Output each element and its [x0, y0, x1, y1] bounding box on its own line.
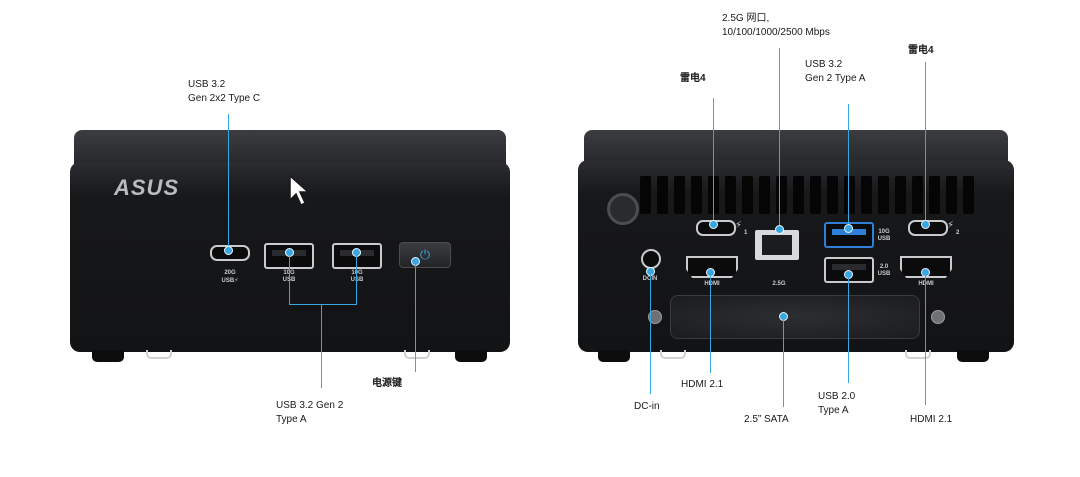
callout-dc-in: DC-in [634, 401, 660, 412]
rear-usb32-speed: 10G [878, 229, 890, 235]
rear-usb32-name: USB [877, 236, 891, 242]
callout-lan-line2: 10/100/1000/2500 Mbps [722, 27, 830, 38]
marker-thunderbolt-right [921, 220, 930, 229]
leader-power-button [415, 264, 416, 372]
leader-usb20 [848, 277, 849, 383]
thunderbolt-1-number: 1 [744, 230, 748, 236]
kensington-lock-icon [607, 193, 639, 225]
rear-clip-left [660, 350, 686, 359]
rear-dc-in-port [641, 249, 661, 269]
callout-lan: 2.5G 网口, 10/100/1000/2500 Mbps [722, 12, 830, 40]
rear-clip-right [905, 350, 931, 359]
callout-front-usbc: USB 3.2 Gen 2x2 Type C [188, 78, 260, 106]
front-usba2-speed: 10G [351, 270, 363, 276]
leader-hdmi-right [925, 275, 926, 405]
front-usba1-name: USB [266, 277, 312, 284]
callout-hdmi-left: HDMI 2.1 [681, 379, 724, 390]
front-clip-right [404, 350, 430, 359]
leader-thunderbolt-left [713, 98, 714, 222]
callout-front-usba: USB 3.2 Gen 2 Type A [276, 399, 343, 427]
power-button: ⏻ [399, 242, 451, 268]
sata-screw-left [648, 310, 662, 324]
leader-lan [779, 48, 780, 228]
rear-lan-label: 2.5G [772, 281, 786, 287]
leader-dc-in [650, 274, 651, 394]
leader-thunderbolt-right [925, 62, 926, 222]
asus-logo: ASUS [114, 175, 180, 200]
thunderbolt-1-icon: ⚡ [735, 220, 743, 231]
leader-usb32 [848, 104, 849, 226]
marker-usb32 [844, 224, 853, 233]
leader-front-usbc [228, 114, 229, 248]
leader-front-usba-1 [289, 255, 290, 304]
marker-lan [775, 225, 784, 234]
callout-usb32: USB 3.2 Gen 2 Type A [805, 58, 865, 86]
callout-usb32-line2: Gen 2 Type A [805, 73, 866, 84]
sata-drive-bay [670, 295, 920, 339]
rear-usb20-name: USB [877, 271, 891, 277]
thunderbolt-2-icon: ⚡ [947, 220, 955, 231]
rear-usb20-speed: 2.0 [879, 264, 889, 270]
thunderbolt-2-number: 2 [956, 230, 960, 236]
leader-front-usba-join [289, 304, 357, 305]
front-clip-left [146, 350, 172, 359]
callout-front-usba-line1: USB 3.2 Gen 2 [276, 400, 344, 411]
rear-hdmi-right-label: HDMI [918, 281, 934, 287]
callout-usb32-line1: USB 3.2 [805, 59, 843, 70]
callout-usb20-line1: USB 2.0 [818, 391, 856, 402]
callout-sata: 2.5” SATA [744, 414, 789, 425]
rear-foot-right [957, 350, 989, 362]
callout-thunderbolt-left: 雷电4 [680, 73, 706, 84]
rear-dc-in-label: DCIN [636, 276, 664, 283]
rear-lan-port [755, 230, 799, 260]
callout-front-usba-line2: Type A [276, 414, 307, 425]
marker-thunderbolt-left [709, 220, 718, 229]
mouse-cursor-icon [289, 174, 310, 207]
rear-vents [640, 176, 974, 214]
front-usba2-name: USB [334, 277, 380, 284]
leader-hdmi-left [710, 275, 711, 373]
marker-front-usbc [224, 246, 233, 255]
leader-front-usba-2 [356, 255, 357, 304]
callout-front-usbc-line2: Gen 2x2 Type C [188, 93, 261, 104]
front-usbc-name: USB⚡ [221, 278, 239, 284]
rear-hdmi-port-left [686, 256, 738, 278]
front-foot-left [92, 350, 124, 362]
leader-sata [783, 319, 784, 407]
rear-hdmi-left-label: HDMI [704, 281, 720, 287]
callout-thunderbolt-right: 雷电4 [908, 45, 934, 56]
callout-hdmi-right: HDMI 2.1 [910, 414, 953, 425]
front-foot-right [455, 350, 487, 362]
callout-usb20-line2: Type A [818, 405, 849, 416]
callout-usb20: USB 2.0 Type A [818, 390, 855, 418]
callout-front-usbc-line1: USB 3.2 [188, 79, 226, 90]
leader-front-usba-down [321, 304, 322, 388]
callout-power-button: 电源键 [372, 378, 402, 389]
rear-foot-left [598, 350, 630, 362]
callout-lan-line1: 2.5G 网口, [722, 13, 770, 24]
sata-screw-right [931, 310, 945, 324]
rear-hdmi-port-right [900, 256, 952, 278]
front-usbc-speed: 20G [224, 270, 236, 276]
